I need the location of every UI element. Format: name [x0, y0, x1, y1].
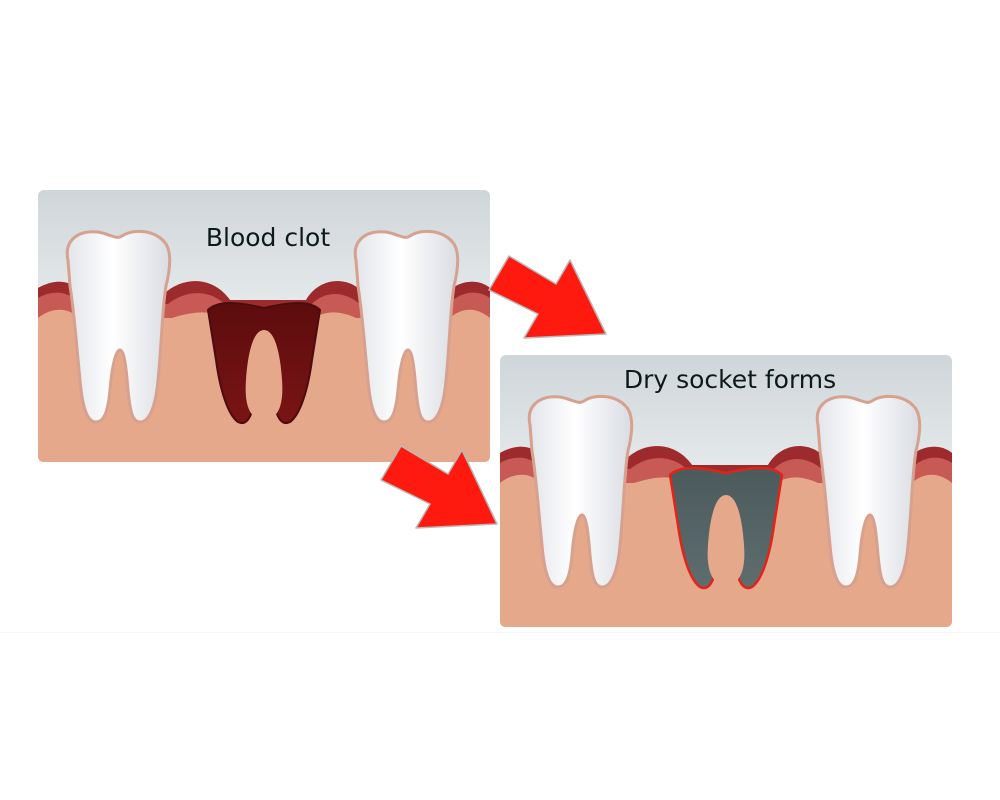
panel-dry-socket	[500, 355, 952, 627]
socket-bone-septum	[707, 495, 745, 585]
socket-bone-septum	[245, 330, 283, 420]
tooth-icon	[353, 229, 460, 424]
panel-label-dry-socket: Dry socket forms	[623, 365, 837, 394]
tooth-icon	[815, 394, 922, 589]
tooth-icon	[65, 229, 172, 424]
tooth-icon	[527, 394, 634, 589]
panel-blood-clot	[38, 190, 490, 462]
page-divider	[0, 632, 1000, 633]
panel-label-blood-clot: Blood clot	[205, 223, 331, 252]
arrow-icon	[488, 255, 607, 339]
